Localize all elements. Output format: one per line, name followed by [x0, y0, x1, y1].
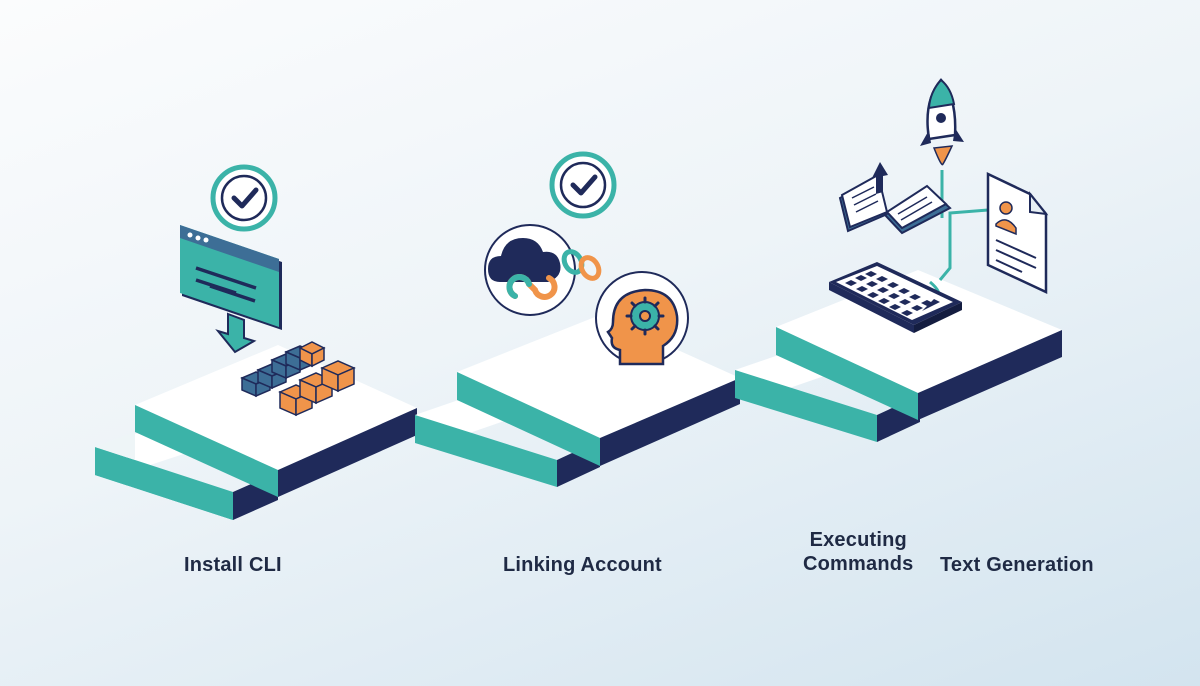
brain-gear-icon: [595, 271, 689, 366]
step-label-linking: Linking Account: [503, 554, 662, 576]
stair-executing: [735, 270, 1062, 442]
download-arrow-icon: [215, 312, 257, 354]
step-label-textgen: Text Generation: [940, 554, 1094, 576]
step-label-install: Install CLI: [184, 554, 282, 576]
step-label-executing: Executing Commands: [803, 528, 914, 576]
terminal-window-icon: [180, 225, 282, 330]
rocket-icon: [920, 78, 964, 166]
check-circle-icon: [210, 164, 278, 232]
step-label-executing-line1: Executing: [809, 529, 907, 551]
resume-document-icon: [986, 172, 1049, 294]
chain-link-icon: [561, 249, 602, 281]
open-book-icon: [838, 162, 952, 235]
stair-linking: [415, 315, 740, 487]
keyboard-icon: [829, 262, 962, 333]
step-label-executing-line2: Commands: [803, 553, 914, 575]
package-blocks-icon: [240, 341, 356, 417]
check-circle-icon: [549, 151, 617, 219]
cloud-link-icon: [484, 224, 576, 316]
